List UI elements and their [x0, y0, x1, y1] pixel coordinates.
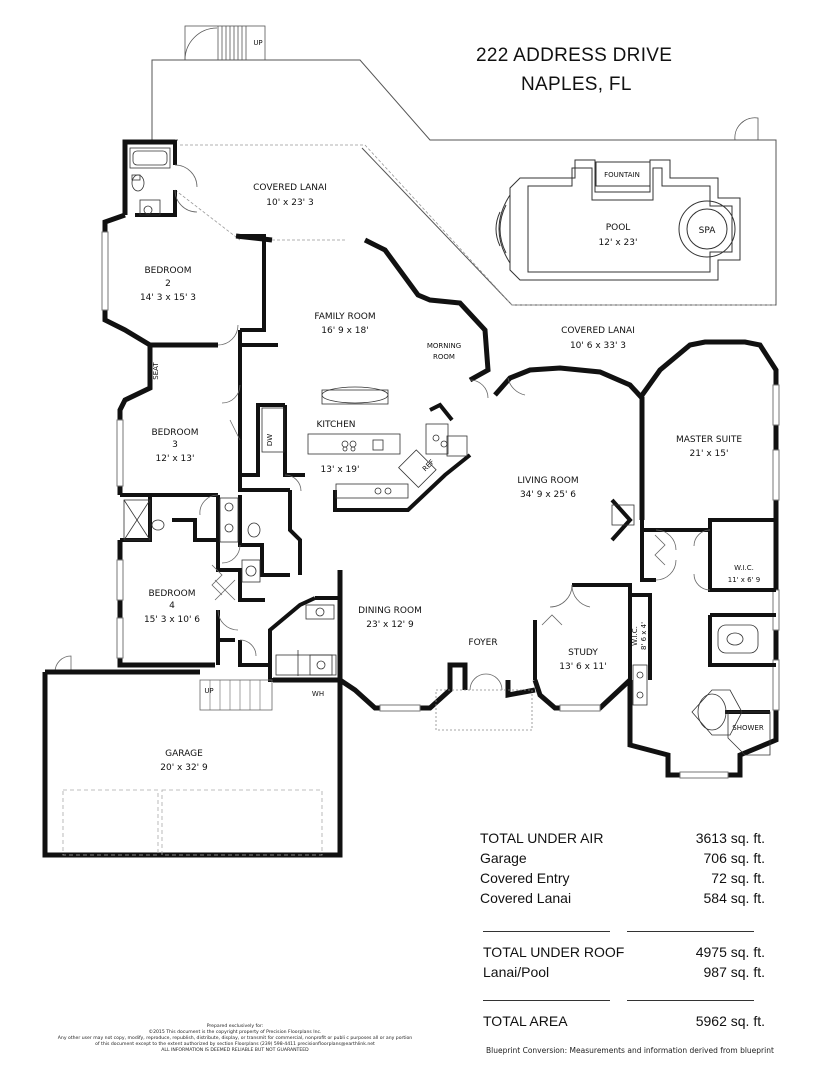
pool-name: POOL [606, 223, 631, 233]
area-value: 584 sq. ft. [703, 890, 765, 906]
pool-deck-outline [151, 59, 777, 306]
area-row: Covered Lanai 584 sq. ft. [480, 890, 765, 908]
area-row: Garage 706 sq. ft. [480, 850, 765, 868]
pool-dims: 12' x 23' [599, 238, 638, 248]
kitchen-dims: 13' x 19' [321, 465, 360, 475]
door-swings [54, 164, 711, 691]
study-dims: 13' 6 x 11' [559, 662, 607, 672]
area-label: Covered Lanai [480, 890, 572, 906]
room-labels: COVERED LANAI 10' x 23' 3 FOUNTAIN POOL … [140, 171, 764, 773]
top-stair [184, 25, 266, 61]
shower-label: SHOWER [732, 724, 764, 732]
area-label: TOTAL UNDER AIR [480, 830, 604, 846]
bedroom4-name: BEDROOM [149, 589, 196, 599]
door-swing-lanai-exit [734, 117, 759, 141]
dining-room-name: DINING ROOM [358, 606, 422, 616]
disclaimer-line: Any other user may not copy, modify, rep… [57, 1036, 413, 1041]
bedroom2-name: BEDROOM [145, 266, 192, 276]
divider [483, 1000, 610, 1001]
bedroom4-num: 4 [169, 601, 175, 611]
copyright-disclaimer: Prepared exclusively for: ©2015 This doc… [40, 1024, 430, 1054]
area-label: Garage [480, 850, 527, 866]
living-room-name: LIVING ROOM [517, 476, 578, 486]
area-label: TOTAL AREA [483, 1013, 568, 1029]
closet-doors [211, 534, 666, 626]
divider [627, 1000, 754, 1001]
kitchen-name: KITCHEN [317, 420, 356, 430]
property-address: 222 ADDRESS DRIVE [476, 45, 673, 66]
living-room-dims: 34' 9 x 25' 6 [520, 490, 576, 500]
garage [42, 669, 343, 858]
disclaimer-line: Prepared exclusively for: [206, 1024, 264, 1029]
area-row: TOTAL AREA 5962 sq. ft. [480, 1013, 765, 1031]
area-value: 987 sq. ft. [703, 964, 765, 980]
wic-master-name: W.I.C. [734, 564, 754, 572]
wh-label: WH [312, 690, 324, 698]
bedroom2-dims: 14' 3 x 15' 3 [140, 293, 196, 303]
area-row: TOTAL UNDER AIR 3613 sq. ft. [480, 830, 765, 848]
area-row: Covered Entry 72 sq. ft. [480, 870, 765, 888]
disclaimer-line: ©2015 This document is the copyright pro… [148, 1030, 322, 1035]
master-suite-dims: 21' x 15' [690, 449, 729, 459]
bedroom3-num: 3 [172, 440, 178, 450]
area-value: 706 sq. ft. [703, 850, 765, 866]
family-room-dims: 16' 9 x 18' [321, 326, 369, 336]
wic-master-dims: 11' x 6' 9 [728, 576, 760, 584]
fountain-label: FOUNTAIN [604, 171, 640, 179]
area-label: TOTAL UNDER ROOF [483, 944, 625, 960]
blueprint-note: Blueprint Conversion: Measurements and i… [486, 1046, 774, 1055]
area-summary: TOTAL UNDER AIR 3613 sq. ft. Garage 706 … [480, 830, 765, 1030]
bedroom3-dims: 12' x 13' [156, 454, 195, 464]
morning-room-name: MORNING [427, 342, 461, 350]
dining-room-dims: 23' x 12' 9 [366, 620, 414, 630]
study-name: STUDY [568, 648, 598, 658]
area-row: TOTAL UNDER ROOF 4975 sq. ft. [480, 944, 765, 962]
area-value: 3613 sq. ft. [695, 830, 765, 846]
disclaimer-line: ALL INFORMATION IS DEEMED RELIABLE BUT N… [161, 1048, 309, 1053]
disclaimer-line: of this document except to the extent au… [95, 1042, 375, 1047]
windows [101, 231, 780, 779]
divider [627, 931, 754, 932]
covered-lanai-right-dims: 10' 6 x 33' 3 [570, 341, 626, 351]
property-city: NAPLES, FL [521, 74, 632, 95]
garage-name: GARAGE [165, 749, 203, 759]
divider [483, 931, 610, 932]
wic-small-name: W.I.C. [631, 626, 639, 646]
area-label: Lanai/Pool [483, 964, 550, 980]
area-value: 4975 sq. ft. [695, 944, 765, 960]
area-value: 72 sq. ft. [711, 870, 765, 886]
covered-lanai-top-name: COVERED LANAI [253, 183, 327, 193]
seat-label: SEAT [152, 362, 160, 380]
fixtures [123, 147, 771, 756]
entry-stoop [435, 689, 533, 731]
wic-small-dims: 8' 6 x 4' [640, 622, 648, 650]
foyer-name: FOYER [468, 638, 497, 648]
dw-label: DW [266, 434, 274, 446]
area-label: Covered Entry [480, 870, 570, 886]
pool [495, 159, 741, 281]
lanai-screen-lines [174, 144, 776, 306]
ref-label: REF [421, 458, 436, 473]
covered-lanai-right-name: COVERED LANAI [561, 326, 635, 336]
spa-label: SPA [699, 226, 717, 236]
family-room-name: FAMILY ROOM [314, 312, 375, 322]
morning-room-name2: ROOM [433, 353, 455, 361]
master-suite-name: MASTER SUITE [676, 435, 742, 445]
bedroom4-dims: 15' 3 x 10' 6 [144, 615, 200, 625]
up-label-garage: UP [204, 687, 213, 695]
area-value: 5962 sq. ft. [695, 1013, 765, 1029]
up-label-top: UP [253, 39, 262, 47]
area-row: Lanai/Pool 987 sq. ft. [480, 964, 765, 982]
garage-dims: 20' x 32' 9 [160, 763, 208, 773]
bedroom3-name: BEDROOM [152, 428, 199, 438]
covered-lanai-top-dims: 10' x 23' 3 [266, 198, 314, 208]
bedroom2-num: 2 [165, 279, 171, 289]
